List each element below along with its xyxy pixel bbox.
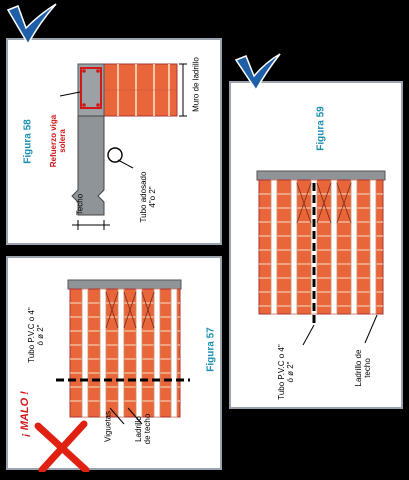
- figure-58-title: Figura 58: [22, 119, 34, 164]
- figure-58-drawing: [59, 63, 187, 230]
- figure-59-drawing: [256, 170, 386, 346]
- refuerzo-label: Refuerzo viga solera: [49, 91, 67, 191]
- fig57-leaders: [109, 407, 143, 425]
- cross-mark-icon: [34, 420, 90, 472]
- fig57-ladrillo-label: Ladrillo de techo: [134, 394, 152, 464]
- roof-slab: [71, 115, 105, 216]
- refuerzo-line-2: solera: [58, 129, 67, 153]
- figure-57-title: Figura 57: [205, 327, 217, 372]
- fig59-slab-top: [256, 170, 386, 181]
- slab-top: [67, 279, 182, 290]
- figure-57-drawing: [34, 279, 190, 472]
- refuerzo-line-1: Refuerzo viga: [49, 114, 58, 168]
- fig59-tubo-line-2: ó ø 2": [286, 361, 295, 383]
- fig59-ladrillo-line-1: Ladrillo de: [354, 349, 363, 387]
- malo-label: ¡ MALO !: [19, 391, 31, 437]
- techo-label: Techo: [75, 193, 85, 216]
- fig57-tubo-line-2: ó ø 2": [36, 324, 45, 346]
- fig59-ladrillo-line-2: techo: [363, 358, 372, 378]
- fig59-cross-hatch: [296, 182, 352, 224]
- figure-59-panel: Figura 59 Tubo P.V.C o 4" ó ø 2" Ladrill…: [229, 81, 403, 409]
- joists: [81, 288, 178, 418]
- fig59-tubo-line-1: Tubo P.V.C o 4": [277, 344, 286, 400]
- pipe-circle: [107, 147, 123, 163]
- brick-wall: [102, 63, 178, 117]
- fig57-tubo-line-1: Tubo P.V.C o 4": [27, 307, 36, 363]
- figure-57-panel: Figura 57 Tubo P.V.C o 4" ó ø 2" Vigueta…: [6, 256, 222, 472]
- fig59-brick-field: [258, 179, 384, 315]
- figure-58-panel: Figura 58 Refuerzo viga solera Muro de l…: [6, 38, 222, 245]
- fig57-ladrillo-line-2: de techo: [143, 413, 152, 445]
- figure-59-title: Figura 59: [315, 106, 327, 151]
- fig57-ladrillo-line-1: Ladrillo: [134, 416, 143, 442]
- tubo-line-2: 4"o 2": [148, 186, 157, 208]
- leader-lines: [59, 91, 134, 230]
- wall-dimension-line: [179, 63, 187, 117]
- fig59-leaders: [302, 314, 378, 346]
- viguetas-label: Viguetas: [103, 411, 113, 442]
- fig59-brick-courses: [259, 193, 383, 307]
- fig57-tubo-label: Tubo P.V.C o 4" ó ø 2": [27, 285, 45, 385]
- bond-beam: [77, 63, 105, 117]
- fig59-tubo-label: Tubo P.V.C o 4" ó ø 2": [277, 327, 295, 417]
- tubo-adosado-label: Tubo adosado 4"o 2": [139, 152, 157, 242]
- muro-label: Muro de ladrillo: [191, 57, 201, 112]
- fig59-ladrillo-label: Ladrillo de techo: [354, 328, 372, 408]
- cross-hatch: [105, 291, 155, 329]
- tubo-line-1: Tubo adosado: [139, 171, 148, 223]
